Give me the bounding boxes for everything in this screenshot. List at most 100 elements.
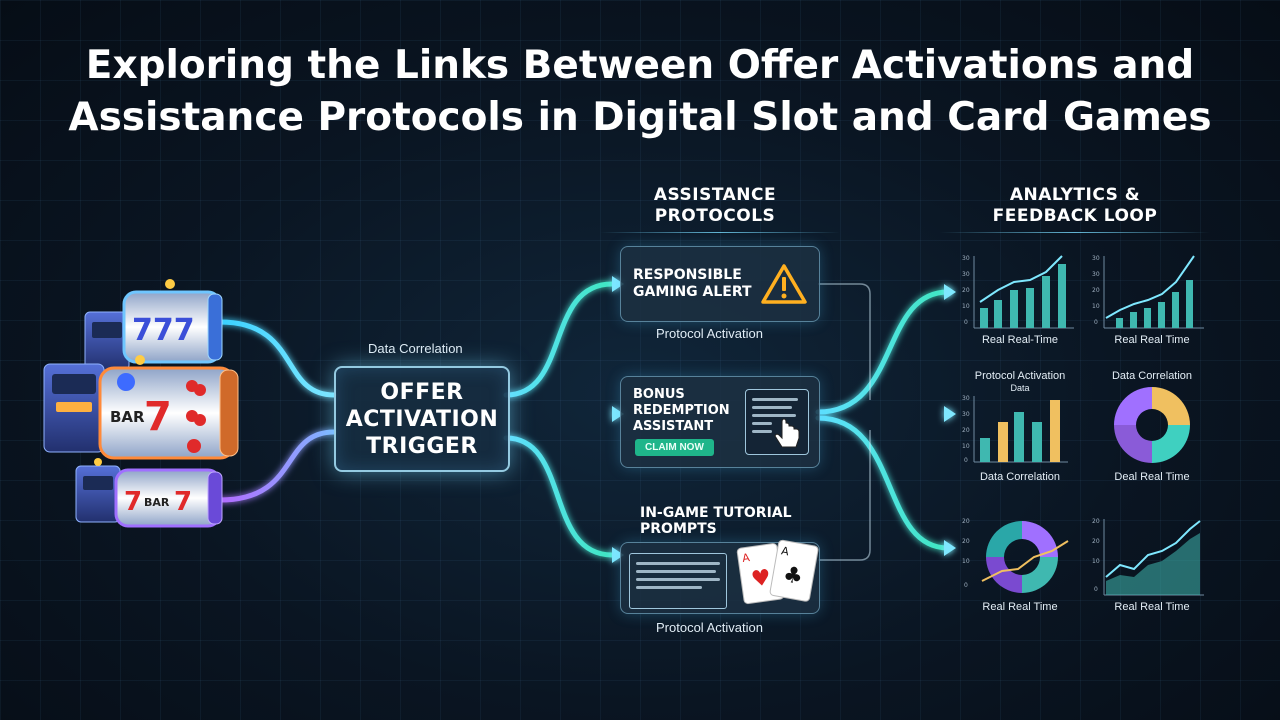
bonus-line-1: BONUS: [633, 387, 685, 402]
connector-to-tutorial: [503, 435, 615, 558]
assistance-header-line-2: PROTOCOLS: [654, 206, 776, 226]
svg-text:20: 20: [1092, 287, 1100, 294]
arrowhead-responsible: [612, 276, 624, 292]
in-game-tutorial-card: A ♥ A ♣: [620, 539, 820, 614]
bonus-redemption-assistant-card: BONUS REDEMPTION ASSISTANT CLAIM NOW: [620, 376, 820, 468]
trigger-line-3: TRIGGER: [366, 433, 478, 459]
feedback-path-bottom: [818, 430, 871, 561]
svg-text:30: 30: [1092, 271, 1100, 278]
text-placeholder-line: [752, 422, 772, 425]
trigger-line-1: OFFER: [380, 379, 464, 405]
slot-machine-middle: BAR 7: [43, 355, 239, 460]
svg-text:A: A: [741, 551, 751, 565]
warning-icon: [761, 264, 807, 304]
bonus-mini-panel: [745, 389, 809, 455]
svg-text:10: 10: [962, 443, 970, 450]
slot-machine-top: 777: [84, 279, 223, 371]
svg-text:20: 20: [1092, 538, 1100, 545]
text-placeholder-line: [636, 570, 716, 573]
chart-3-title: Protocol Activation Data: [960, 370, 1080, 394]
title-line-2: Assistance Protocols in Digital Slot and…: [68, 95, 1212, 140]
arrowhead-analytics-top: [944, 284, 956, 300]
svg-text:30: 30: [962, 411, 970, 418]
svg-text:30: 30: [962, 271, 970, 278]
analytics-chart-4-donut: [1114, 387, 1190, 463]
data-correlation-caption: Data Correlation: [368, 341, 463, 356]
responsible-card-title: RESPONSIBLE GAMING ALERT: [633, 267, 752, 301]
text-placeholder-line: [752, 430, 772, 433]
svg-text:7: 7: [144, 394, 172, 440]
svg-text:0: 0: [1094, 586, 1098, 593]
tutorial-line-2: PROMPTS: [640, 521, 717, 537]
connector-bonus-to-analytics-bottom: [815, 415, 951, 551]
arrowhead-analytics-bottom: [944, 540, 956, 556]
chart-1-caption: Real Real-Time: [981, 334, 1058, 346]
svg-text:0: 0: [964, 457, 968, 464]
svg-text:20: 20: [962, 538, 970, 545]
responsible-line-2: GAMING ALERT: [633, 284, 752, 300]
assistance-header-line-1: ASSISTANCE: [653, 185, 777, 205]
chart-3-caption: Data Correlation: [979, 471, 1061, 483]
chart-3-title-line: Protocol Activation: [974, 370, 1066, 382]
text-placeholder-line: [752, 414, 796, 417]
responsible-line-1: RESPONSIBLE: [633, 267, 742, 283]
svg-text:♥: ♥: [750, 565, 773, 593]
svg-text:7: 7: [124, 487, 142, 517]
text-placeholder-line: [636, 562, 720, 565]
svg-text:20: 20: [962, 427, 970, 434]
analytics-chart-6: 20 20 10 0: [1092, 518, 1204, 596]
analytics-chart-3: 30 30 20 10 0: [962, 395, 1068, 464]
svg-text:10: 10: [962, 303, 970, 310]
tutorial-prompts-title: IN-GAME TUTORIAL PROMPTS: [640, 505, 792, 537]
responsible-gaming-alert-card: RESPONSIBLE GAMING ALERT: [620, 246, 820, 322]
analytics-header: ANALYTICS & FEEDBACK LOOP: [975, 185, 1175, 227]
arrowhead-tutorial: [612, 547, 624, 563]
feedback-path-top: [818, 283, 871, 400]
svg-text:30: 30: [1092, 255, 1100, 262]
analytics-chart-1: 30 30 20 10 0: [962, 255, 1074, 329]
chart-5-caption: Real Real Time: [982, 601, 1058, 613]
analytics-header-divider: [940, 232, 1210, 233]
analytics-header-line-2: FEEDBACK LOOP: [992, 206, 1158, 226]
svg-text:20: 20: [962, 287, 970, 294]
slot-machines-illustration: 777 BAR 7 7 BAR 7: [43, 279, 239, 528]
trigger-line-2: ACTIVATION: [345, 406, 499, 432]
responsible-caption: Protocol Activation: [656, 326, 763, 341]
title-line-1: Exploring the Links Between Offer Activa…: [85, 43, 1195, 88]
chart-4-title: Data Correlation: [1111, 370, 1193, 382]
assistance-header-divider: [600, 232, 840, 233]
page-title: Exploring the Links Between Offer Activa…: [0, 40, 1280, 144]
chart-2-caption: Real Real Time: [1114, 334, 1190, 346]
chart-3-subtitle: Data: [1010, 383, 1030, 393]
svg-text:A: A: [780, 544, 790, 558]
svg-text:10: 10: [1092, 558, 1100, 565]
offer-activation-trigger: OFFER ACTIVATION TRIGGER: [334, 366, 510, 472]
slot-machine-bottom: 7 BAR 7: [75, 458, 223, 528]
svg-text:10: 10: [962, 558, 970, 565]
chart-6-caption: Real Real Time: [1114, 601, 1190, 613]
arrowhead-analytics-mid: [944, 406, 956, 422]
connector-bottom-slot: [217, 429, 337, 503]
claim-now-button[interactable]: CLAIM NOW: [635, 439, 714, 456]
svg-text:♣: ♣: [781, 562, 805, 590]
svg-text:20: 20: [962, 518, 970, 525]
bonus-line-3: ASSISTANT: [633, 419, 714, 434]
analytics-header-line-1: ANALYTICS &: [1009, 185, 1141, 205]
svg-text:0: 0: [1094, 319, 1098, 326]
svg-text:20: 20: [1092, 518, 1100, 525]
connector-bonus-to-analytics-top: [815, 289, 951, 415]
svg-text:30: 30: [962, 395, 970, 402]
tutorial-text-panel: [629, 553, 727, 609]
svg-text:0: 0: [964, 582, 968, 589]
connector-to-responsible: [503, 281, 615, 398]
svg-text:0: 0: [964, 319, 968, 326]
assistance-protocols-header: ASSISTANCE PROTOCOLS: [620, 185, 810, 227]
svg-text:7: 7: [174, 487, 192, 517]
connector-top-slot: [217, 319, 337, 398]
tutorial-line-1: IN-GAME TUTORIAL: [640, 505, 792, 521]
text-placeholder-line: [752, 398, 798, 401]
svg-text:30: 30: [962, 255, 970, 262]
chart-4-caption: Deal Real Time: [1114, 471, 1190, 483]
